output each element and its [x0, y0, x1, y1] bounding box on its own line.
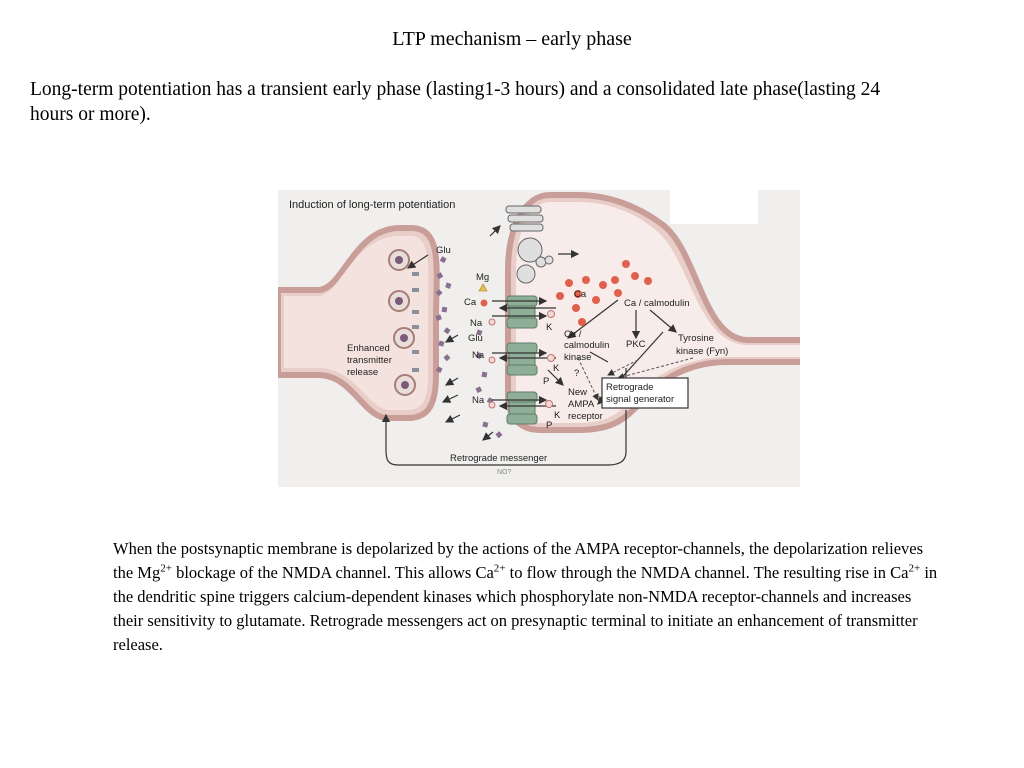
label-p-1: P — [543, 376, 549, 387]
intro-paragraph: Long-term potentiation has a transient e… — [30, 79, 881, 125]
label-mg: Mg — [476, 272, 489, 283]
label-new-ampa-2: AMPA — [568, 399, 595, 410]
label-question: ? — [574, 368, 579, 379]
spine-cytoplasm — [516, 202, 800, 423]
retrograde-signal-generator-box — [601, 377, 689, 409]
golgi-apparatus — [505, 205, 554, 284]
caption-paragraph: When the postsynaptic membrane is depola… — [113, 537, 943, 657]
release-sites — [412, 272, 419, 372]
label-na-3: Na — [472, 395, 485, 406]
caption-part-2: blockage of the NMDA channel. This allow… — [171, 563, 494, 582]
label-k-3: K — [554, 410, 561, 421]
label-tyrosine-2: kinase (Fyn) — [676, 346, 728, 357]
mg-ion — [478, 283, 488, 292]
blank-patch — [670, 190, 758, 224]
glutamate-molecules — [435, 256, 503, 439]
label-glu-top: Glu — [436, 245, 451, 256]
dashed-arrows — [577, 357, 694, 401]
label-retrograde-messenger: Retrograde messenger — [450, 453, 547, 464]
caption-part-4: in the dendritic spine triggers calcium-… — [113, 563, 938, 654]
label-k-2: K — [553, 363, 560, 374]
label-na-1: Na — [470, 318, 483, 329]
label-enhanced-1: Enhanced — [347, 343, 390, 354]
label-new-ampa-1: New — [568, 387, 587, 398]
label-enhanced-3: release — [347, 367, 378, 378]
label-new-ampa-3: receptor — [568, 411, 603, 422]
kp-circles — [488, 310, 555, 409]
label-pkc: PKC — [626, 339, 646, 350]
caption-sup-3: 2+ — [908, 562, 921, 575]
label-ca-left: Ca — [464, 297, 477, 308]
label-ca-calmodulin: Ca / calmodulin — [624, 298, 689, 309]
label-enhanced-2: transmitter — [347, 355, 392, 366]
calcium-ions — [480, 260, 652, 326]
label-camk-3: kinase — [564, 352, 591, 363]
ltp-diagram: Glu Mg Ca Na Glu Na Na K K K P P Ca Ca /… — [278, 190, 800, 487]
synaptic-vesicles — [388, 249, 416, 396]
label-retrograde-generator-2: signal generator — [606, 394, 674, 405]
label-retrograde-generator-1: Retrograde — [606, 382, 654, 393]
label-p-2: P — [546, 420, 552, 431]
retrograde-messenger-path — [381, 410, 627, 466]
label-camk-1: Ca / — [564, 329, 582, 340]
caption-part-3: to flow through the NMDA channel. The re… — [505, 563, 909, 582]
label-camk-2: calmodulin — [564, 340, 609, 351]
receptor-channels — [506, 295, 538, 425]
caption-part-1: When the postsynaptic membrane is depola… — [113, 539, 924, 582]
presynaptic-cytoplasm — [284, 236, 429, 410]
ltp-diagram-svg: Glu Mg Ca Na Glu Na Na K K K P P Ca Ca /… — [278, 190, 800, 476]
caption-sup-2: 2+ — [493, 562, 506, 575]
label-k-1: K — [546, 322, 553, 333]
label-no: NO? — [497, 469, 512, 476]
caption-sup-1: 2+ — [160, 562, 172, 575]
label-na-2: Na — [472, 350, 485, 361]
figure-title: Induction of long-term potentiation — [289, 199, 456, 211]
slide-title: LTP mechanism – early phase — [392, 28, 632, 50]
label-glu-mid: Glu — [468, 333, 483, 344]
label-tyrosine-1: Tyrosine — [678, 333, 714, 344]
label-ca-cluster: Ca — [574, 289, 587, 300]
